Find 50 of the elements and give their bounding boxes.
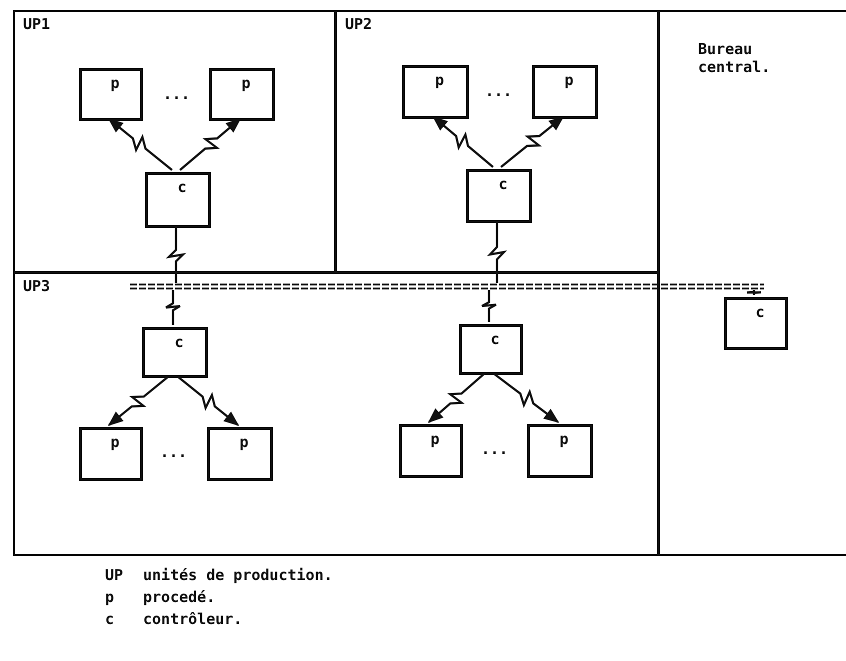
region-label: Bureau central. xyxy=(698,40,772,76)
region-frame xyxy=(658,10,846,556)
unit-box xyxy=(402,65,469,119)
lightning-line xyxy=(746,290,762,295)
ellipsis-label: ... xyxy=(485,82,512,100)
unit-box xyxy=(466,169,532,223)
unit-box xyxy=(79,427,143,481)
legend-text: contrôleur. xyxy=(143,610,242,628)
box-label: p xyxy=(240,74,252,92)
box-label: p xyxy=(109,433,121,451)
box-label: p xyxy=(563,71,575,89)
ellipsis-label: ... xyxy=(163,85,190,103)
box-label: c xyxy=(489,330,501,348)
box-label: p xyxy=(238,433,250,451)
box-label: c xyxy=(176,178,188,196)
unit-box xyxy=(724,297,788,350)
unit-box xyxy=(532,65,598,119)
region-label: UP1 xyxy=(23,15,50,33)
unit-box xyxy=(209,68,275,121)
region-label: UP3 xyxy=(23,277,50,295)
box-label: p xyxy=(109,74,121,92)
unit-box xyxy=(142,327,208,378)
unit-box xyxy=(79,68,143,121)
double-dashed-bus-line xyxy=(130,283,764,290)
lightning-line xyxy=(480,290,498,322)
unit-box xyxy=(459,324,523,375)
region-frame xyxy=(13,272,659,556)
lightning-line xyxy=(164,290,182,325)
unit-box xyxy=(145,172,211,228)
legend-text: procedé. xyxy=(143,588,216,606)
ellipsis-label: ... xyxy=(160,443,188,461)
legend-key: c xyxy=(105,610,114,628)
unit-box xyxy=(399,424,463,478)
lightning-line xyxy=(486,221,508,283)
region-frame xyxy=(13,10,336,273)
legend-key: p xyxy=(105,588,114,606)
box-label: p xyxy=(434,71,446,89)
unit-box xyxy=(527,424,593,478)
box-label: p xyxy=(558,430,570,448)
ellipsis-label: ... xyxy=(481,440,508,458)
legend-text: unités de production. xyxy=(143,566,333,584)
region-frame xyxy=(335,10,659,273)
lightning-line xyxy=(166,226,186,283)
box-label: c xyxy=(497,175,509,193)
region-label: UP2 xyxy=(345,15,372,33)
legend-key: UP xyxy=(105,566,124,584)
unit-box xyxy=(207,427,273,481)
box-label: c xyxy=(754,303,766,321)
box-label: c xyxy=(173,333,185,351)
box-label: p xyxy=(429,430,441,448)
